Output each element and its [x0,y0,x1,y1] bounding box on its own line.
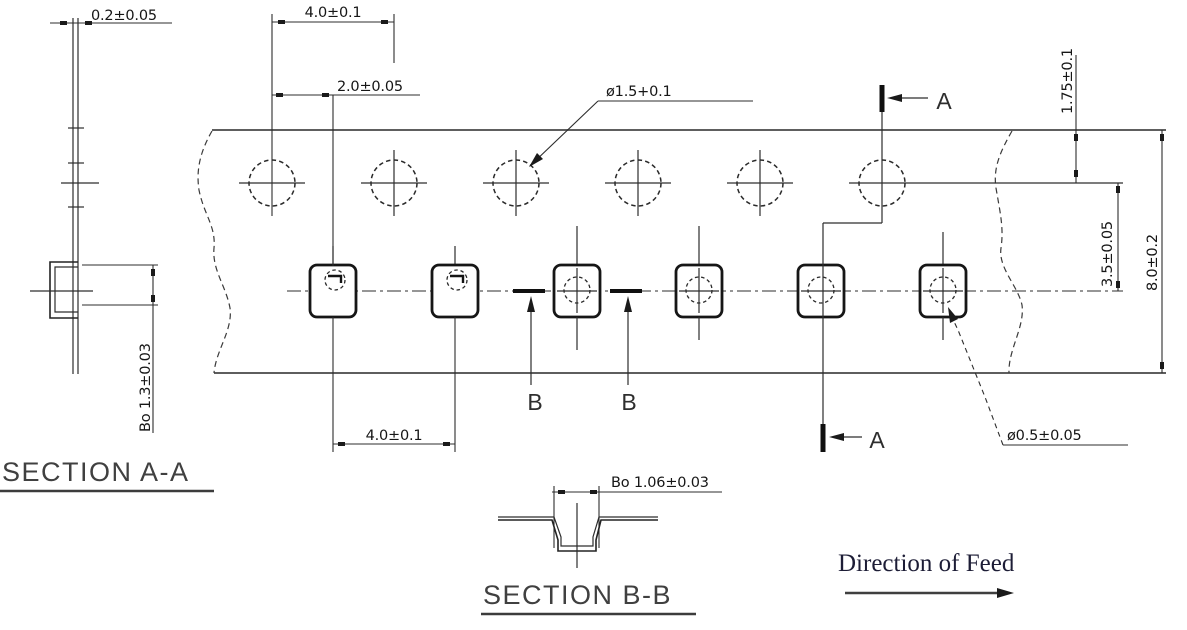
component-mark-pocket-2 [446,269,468,291]
cut-a-label-bottom: A [869,427,885,453]
dim-edge-to-sprocket-label: 1.75±0.1 [1060,48,1076,114]
cut-b-label-left: B [527,389,542,415]
dim-tape-thickness-label: 0.2±0.05 [91,8,157,24]
cut-b-label-right: B [621,389,636,415]
dim-sprocket-hole: ø1.5+0.1 [529,84,753,167]
dim-sprocket-to-pocket-label: 2.0±0.05 [337,79,403,95]
section-aa-title: SECTION A-A [2,457,190,487]
direction-of-feed-label: Direction of Feed [838,550,1015,577]
pocket-2 [430,263,480,319]
section-bb-view: Bo 1.06±0.03 SECTION B-B [481,475,722,616]
dim-pocket-bottom-width-label: Bo 1.06±0.03 [611,475,709,491]
dim-sprocket-pitch-label: 4.0±0.1 [305,5,362,21]
component-mark-pocket-1 [324,269,346,291]
left-break-line [197,130,231,374]
section-bb-profile [498,503,658,568]
dim-sprocket-to-pocket: 2.0±0.05 [272,79,420,266]
dim-sprocket-to-pocket-center-label: 3.5±0.05 [1100,221,1116,287]
dim-pocket-depth-label: Bo 1.3±0.03 [138,343,154,432]
dim-tape-width-label: 8.0±0.2 [1145,234,1161,291]
dim-pocket-depth: Bo 1.3±0.03 [82,264,158,433]
dim-sprocket-pitch: 4.0±0.1 [271,5,395,216]
cut-a-label-top: A [936,88,952,114]
right-break-line [994,130,1023,374]
dim-tape-thickness: 0.2±0.05 [50,8,172,25]
section-cut-b: B B [513,289,642,415]
section-aa-view: 0.2±0.05 Bo 1.3±0.03 SECTION A-A [0,8,214,493]
dim-tape-width: 8.0±0.2 [1145,130,1164,373]
feed-arrow-head [997,588,1014,598]
section-aa-pocket-profile [49,261,78,319]
dim-pocket-hole-label: ø0.5±0.05 [1007,428,1082,444]
section-cut-a: A A [820,85,952,453]
sprocket-holes [239,150,1123,216]
section-bb-title: SECTION B-B [483,580,672,610]
direction-of-feed: Direction of Feed [838,550,1015,598]
dim-edge-to-sprocket: 1.75±0.1 [1060,48,1078,183]
dim-pocket-pitch-label: 4.0±0.1 [366,428,423,444]
pocket-1 [308,263,358,319]
dim-pocket-hole: ø0.5±0.05 [948,307,1128,446]
dim-sprocket-to-pocket-center: 3.5±0.05 [1100,183,1120,291]
component-pockets [308,226,968,350]
pocket-bottom-holes [557,268,963,313]
dim-pocket-pitch: 4.0±0.1 [332,317,456,452]
tape-plan-view: A A B B 4.0±0.1 [197,5,1166,453]
dim-sprocket-hole-label: ø1.5+0.1 [606,84,672,100]
